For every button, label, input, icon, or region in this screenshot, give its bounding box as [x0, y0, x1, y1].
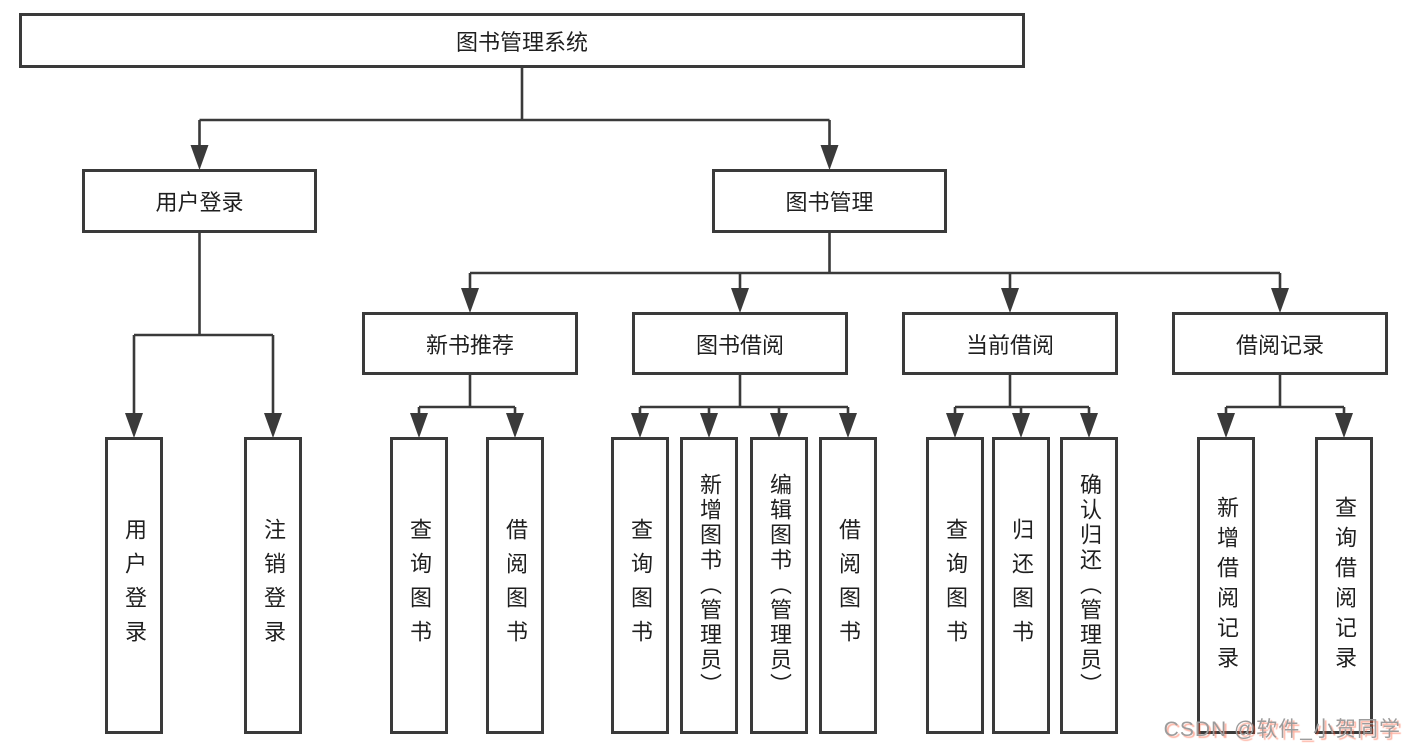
arrowhead-icon	[190, 145, 209, 170]
node-label-br-query: 查询借阅记录	[1332, 495, 1357, 676]
arrowhead-icon	[506, 413, 524, 438]
arrowhead-icon	[820, 145, 839, 170]
node-br-query: 查询借阅记录	[1315, 437, 1373, 734]
node-book-borrow: 图书借阅	[632, 312, 848, 375]
connector-path	[132, 68, 1346, 417]
arrowhead-icon	[731, 288, 749, 313]
node-label-cb-confirm: 确认归还（管理员）	[1077, 473, 1102, 698]
node-label-root: 图书管理系统	[455, 29, 588, 55]
node-label-bb-borrow: 借阅图书	[836, 517, 861, 654]
node-label-user-login: 用户登录	[155, 190, 244, 215]
node-new-book-rec: 新书推荐	[362, 312, 578, 375]
node-nbr-borrow: 借阅图书	[486, 437, 544, 734]
arrowhead-icon	[700, 413, 718, 438]
node-bb-add: 新增图书（管理员）	[680, 437, 738, 734]
node-bb-borrow: 借阅图书	[819, 437, 877, 734]
node-user-login: 用户登录	[82, 169, 317, 233]
arrowhead-icon	[125, 413, 143, 438]
node-cb-confirm: 确认归还（管理员）	[1060, 437, 1118, 734]
node-label-nbr-query: 查询图书	[407, 517, 432, 654]
node-label-cb-query: 查询图书	[943, 517, 968, 654]
node-label-bb-edit: 编辑图书（管理员）	[767, 473, 792, 698]
node-nbr-query: 查询图书	[390, 437, 448, 734]
arrowhead-icon	[1271, 288, 1289, 313]
node-label-book-mgmt: 图书管理	[785, 190, 874, 215]
node-label-login: 用户登录	[122, 517, 147, 654]
node-login: 用户登录	[105, 437, 163, 734]
node-label-book-borrow: 图书借阅	[695, 332, 784, 358]
node-cb-query: 查询图书	[926, 437, 984, 734]
node-label-borrow-records: 借阅记录	[1235, 332, 1324, 358]
arrowhead-icon	[410, 413, 428, 438]
node-label-cb-return: 归还图书	[1009, 517, 1034, 654]
node-br-add: 新增借阅记录	[1197, 437, 1255, 734]
node-current-borrow: 当前借阅	[902, 312, 1118, 375]
arrowhead-icon	[1001, 288, 1019, 313]
arrowhead-icon	[1335, 413, 1353, 438]
arrowhead-icon	[1012, 413, 1030, 438]
arrowhead-icon	[461, 288, 479, 313]
arrowhead-icon	[631, 413, 649, 438]
node-label-nbr-borrow: 借阅图书	[503, 517, 528, 654]
arrowhead-icon	[1080, 413, 1098, 438]
node-bb-query: 查询图书	[611, 437, 669, 734]
arrowhead-icon	[264, 413, 282, 438]
node-root: 图书管理系统	[19, 13, 1025, 68]
node-label-new-book-rec: 新书推荐	[425, 332, 514, 358]
arrowhead-icon	[839, 413, 857, 438]
arrowhead-icon	[1217, 413, 1235, 438]
node-label-current-borrow: 当前借阅	[965, 332, 1054, 358]
node-logout: 注销登录	[244, 437, 302, 734]
node-label-bb-add: 新增图书（管理员）	[697, 473, 722, 698]
node-label-bb-query: 查询图书	[628, 517, 653, 654]
node-borrow-records: 借阅记录	[1172, 312, 1388, 375]
arrowhead-icon	[770, 413, 788, 438]
node-cb-return: 归还图书	[992, 437, 1050, 734]
node-label-logout: 注销登录	[261, 517, 286, 654]
node-book-mgmt: 图书管理	[712, 169, 947, 233]
node-label-br-add: 新增借阅记录	[1214, 495, 1239, 676]
arrowhead-icon	[946, 413, 964, 438]
node-bb-edit: 编辑图书（管理员）	[750, 437, 808, 734]
